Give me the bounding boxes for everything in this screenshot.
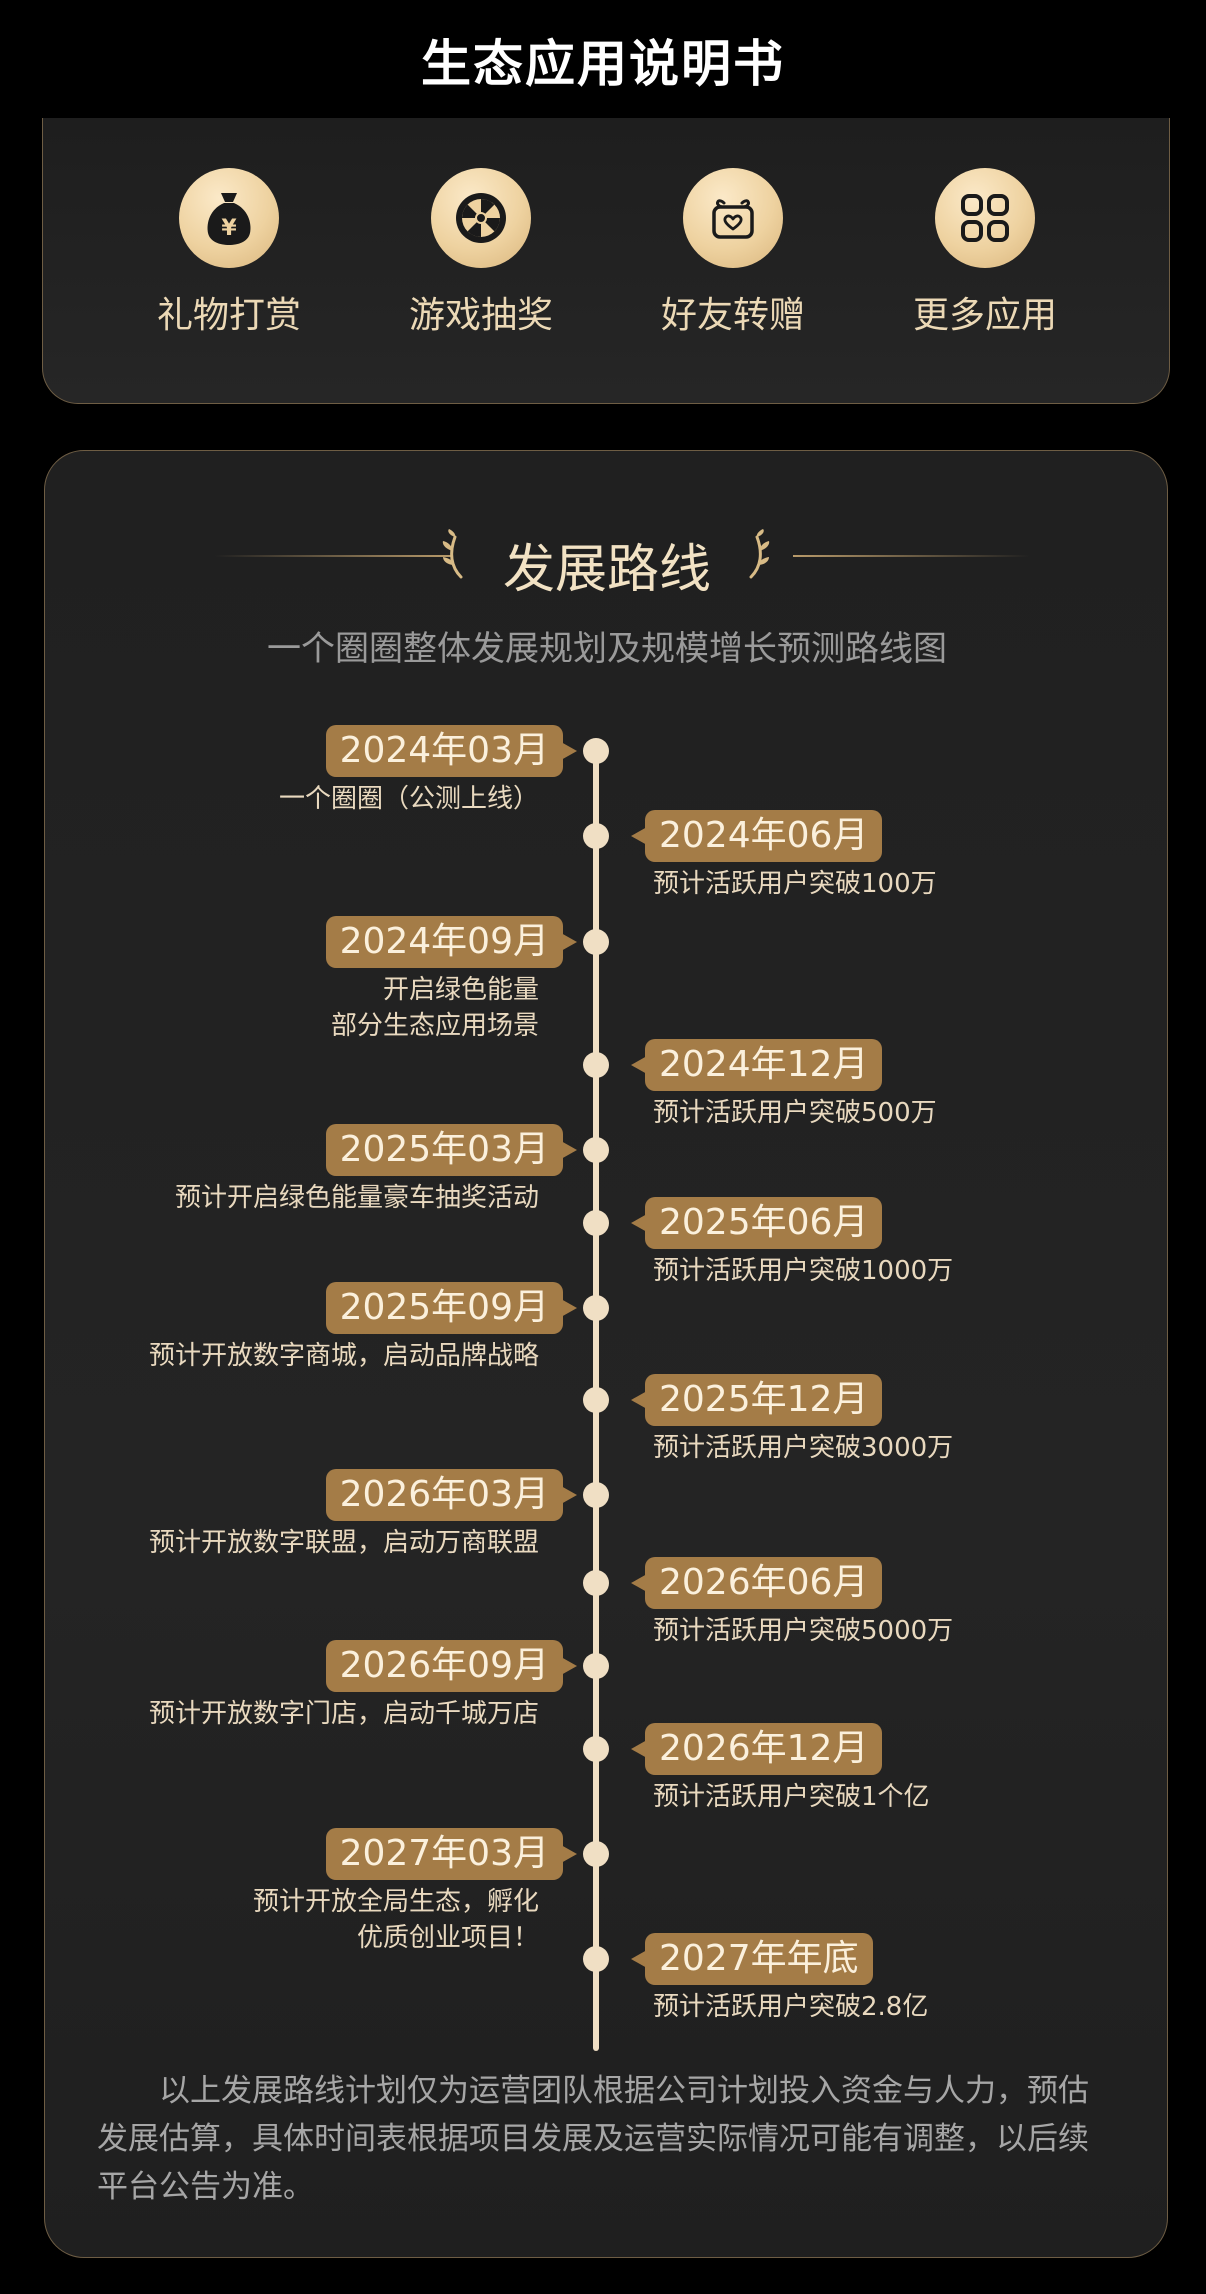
- milestone-description-line: 预计开放全局生态，孵化: [252, 1887, 539, 1917]
- milestone-date-tag: 2027年年底: [631, 1933, 873, 1985]
- app-label: 更多应用: [912, 295, 1057, 336]
- milestone-date-tag: 2026年09月: [325, 1640, 578, 1692]
- milestone-description-line: 预计活跃用户突破2.8亿: [653, 1992, 929, 2022]
- laurel-right-icon: [749, 529, 770, 579]
- milestone-description-line: 预计活跃用户突破3000万: [653, 1433, 954, 1463]
- milestone-description-line: 预计活跃用户突破5000万: [653, 1616, 954, 1646]
- milestone-description-line: 预计开启绿色能量豪车抽奖活动: [174, 1183, 539, 1213]
- milestone-date-tag: 2025年09月: [325, 1282, 578, 1334]
- milestone-description: 预计开放数字商城，启动品牌战略: [149, 1338, 539, 1374]
- app-game-lottery[interactable]: 游戏抽奖: [361, 168, 601, 338]
- title-divider-right: [793, 555, 1029, 557]
- milestone-description: 预计活跃用户突破1000万: [653, 1253, 953, 1289]
- laurel-left-icon: [442, 529, 463, 579]
- title-divider-left: [215, 555, 451, 557]
- milestone-description-line: 一个圈圈（公测上线）: [278, 784, 539, 814]
- wheel-icon: [431, 168, 531, 268]
- timeline-dot: [583, 1210, 609, 1236]
- page-header: 生态应用说明书: [0, 0, 1206, 120]
- milestone-date-tag: 2025年12月: [630, 1374, 883, 1426]
- milestone-description-line: 预计活跃用户突破1个亿: [653, 1782, 930, 1812]
- milestone-date-tag: 2025年06月: [630, 1197, 883, 1249]
- milestone-date-tag: 2027年03月: [325, 1828, 578, 1880]
- milestone-description: 开启绿色能量部分生态应用场景: [331, 972, 539, 1044]
- milestone-description-line: 预计活跃用户突破100万: [653, 869, 937, 899]
- grid-icon: [935, 168, 1035, 268]
- roadmap-panel: 发展路线 一个圈圈整体发展规划及规模增长预测路线图 2024年03月一个圈圈（公…: [44, 450, 1168, 2258]
- milestone-date-tag: 2026年03月: [325, 1469, 578, 1521]
- milestone-date-tag: 2026年06月: [630, 1557, 883, 1609]
- milestone-description: 预计活跃用户突破3000万: [653, 1430, 953, 1466]
- milestone-description: 一个圈圈（公测上线）: [279, 781, 539, 817]
- app-friend-transfer[interactable]: 好友转赠: [613, 168, 853, 338]
- section-subtitle: 一个圈圈整体发展规划及规模增长预测路线图: [267, 629, 947, 669]
- milestone-date-tag: 2024年09月: [325, 916, 578, 968]
- timeline-dot: [583, 1482, 609, 1508]
- milestone-description-line: 预计开放数字门店，启动千城万店: [148, 1699, 539, 1729]
- milestone-description-line: 预计活跃用户突破1000万: [653, 1256, 954, 1286]
- milestone-description-line: 开启绿色能量: [382, 975, 539, 1005]
- milestone-date-tag: 2024年06月: [630, 810, 883, 862]
- page-title: 生态应用说明书: [421, 35, 785, 93]
- svg-text:¥: ¥: [221, 216, 237, 241]
- timeline-dot: [583, 1841, 609, 1867]
- timeline-dot: [583, 1653, 609, 1679]
- milestone-date-tag: 2024年12月: [630, 1039, 883, 1091]
- milestone-description-line: 优质创业项目！: [356, 1923, 539, 1953]
- app-label: 好友转赠: [660, 295, 805, 336]
- milestone-description: 预计活跃用户突破2.8亿: [653, 1989, 928, 2025]
- milestone-date-tag: 2024年03月: [325, 725, 578, 777]
- app-more-apps[interactable]: 更多应用: [865, 168, 1105, 338]
- gift-box-icon: [683, 168, 783, 268]
- timeline-dot: [583, 738, 609, 764]
- timeline-dot: [583, 1387, 609, 1413]
- money-bag-icon: ¥: [179, 168, 279, 268]
- milestone-description-line: 预计开放数字商城，启动品牌战略: [148, 1341, 539, 1371]
- app-label: 礼物打赏: [156, 295, 301, 336]
- disclaimer-text: 以上发展路线计划仅为运营团队根据公司计划投入资金与人力，预估发展估算，具体时间表…: [97, 2073, 1089, 2205]
- milestone-date-tag: 2025年03月: [325, 1124, 578, 1176]
- timeline-dot: [583, 1946, 609, 1972]
- app-label: 游戏抽奖: [408, 295, 553, 336]
- timeline-dot: [583, 1137, 609, 1163]
- timeline-dot: [583, 1736, 609, 1762]
- milestone-description-line: 预计开放数字联盟，启动万商联盟: [148, 1528, 539, 1558]
- timeline-dot: [583, 1295, 609, 1321]
- milestone-description: 预计开放数字门店，启动千城万店: [149, 1696, 539, 1732]
- apps-panel: ¥ 礼物打赏 游戏抽奖: [42, 118, 1170, 404]
- milestone-description-line: 预计活跃用户突破500万: [653, 1098, 937, 1128]
- timeline-dot: [583, 929, 609, 955]
- milestone-description: 预计活跃用户突破500万: [653, 1095, 937, 1131]
- milestone-description-line: 部分生态应用场景: [330, 1011, 539, 1041]
- milestone-description: 预计开放全局生态，孵化优质创业项目！: [253, 1884, 539, 1956]
- section-title: 发展路线: [502, 540, 711, 600]
- timeline-dot: [583, 1570, 609, 1596]
- timeline-dot: [583, 1052, 609, 1078]
- milestone-description: 预计活跃用户突破5000万: [653, 1613, 953, 1649]
- milestone-description: 预计开放数字联盟，启动万商联盟: [149, 1525, 539, 1561]
- timeline-dot: [583, 823, 609, 849]
- milestone-description: 预计开启绿色能量豪车抽奖活动: [175, 1180, 539, 1216]
- milestone-date-tag: 2026年12月: [630, 1723, 883, 1775]
- milestone-description: 预计活跃用户突破1个亿: [653, 1779, 930, 1815]
- milestone-description: 预计活跃用户突破100万: [653, 866, 937, 902]
- app-gift-reward[interactable]: ¥ 礼物打赏: [109, 168, 349, 338]
